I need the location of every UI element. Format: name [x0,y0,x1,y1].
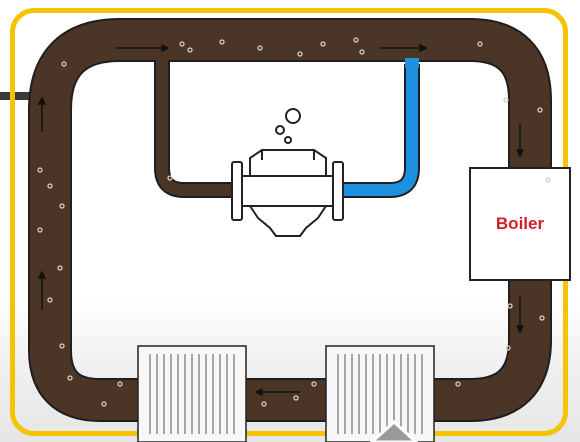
boiler-label: Boiler [495,214,545,233]
boiler-box [469,167,571,281]
sludge-particles [37,37,551,407]
flow-arrows [37,43,525,397]
pointer-marker [369,419,419,442]
magnetic-filter [231,149,344,237]
radiator-right [325,345,435,442]
background-band [0,92,30,100]
filter-outlet-pipe [343,64,420,198]
filter-inlet-pipe [154,60,232,198]
radiator-left [137,345,247,442]
bubbles-icon [275,108,301,144]
